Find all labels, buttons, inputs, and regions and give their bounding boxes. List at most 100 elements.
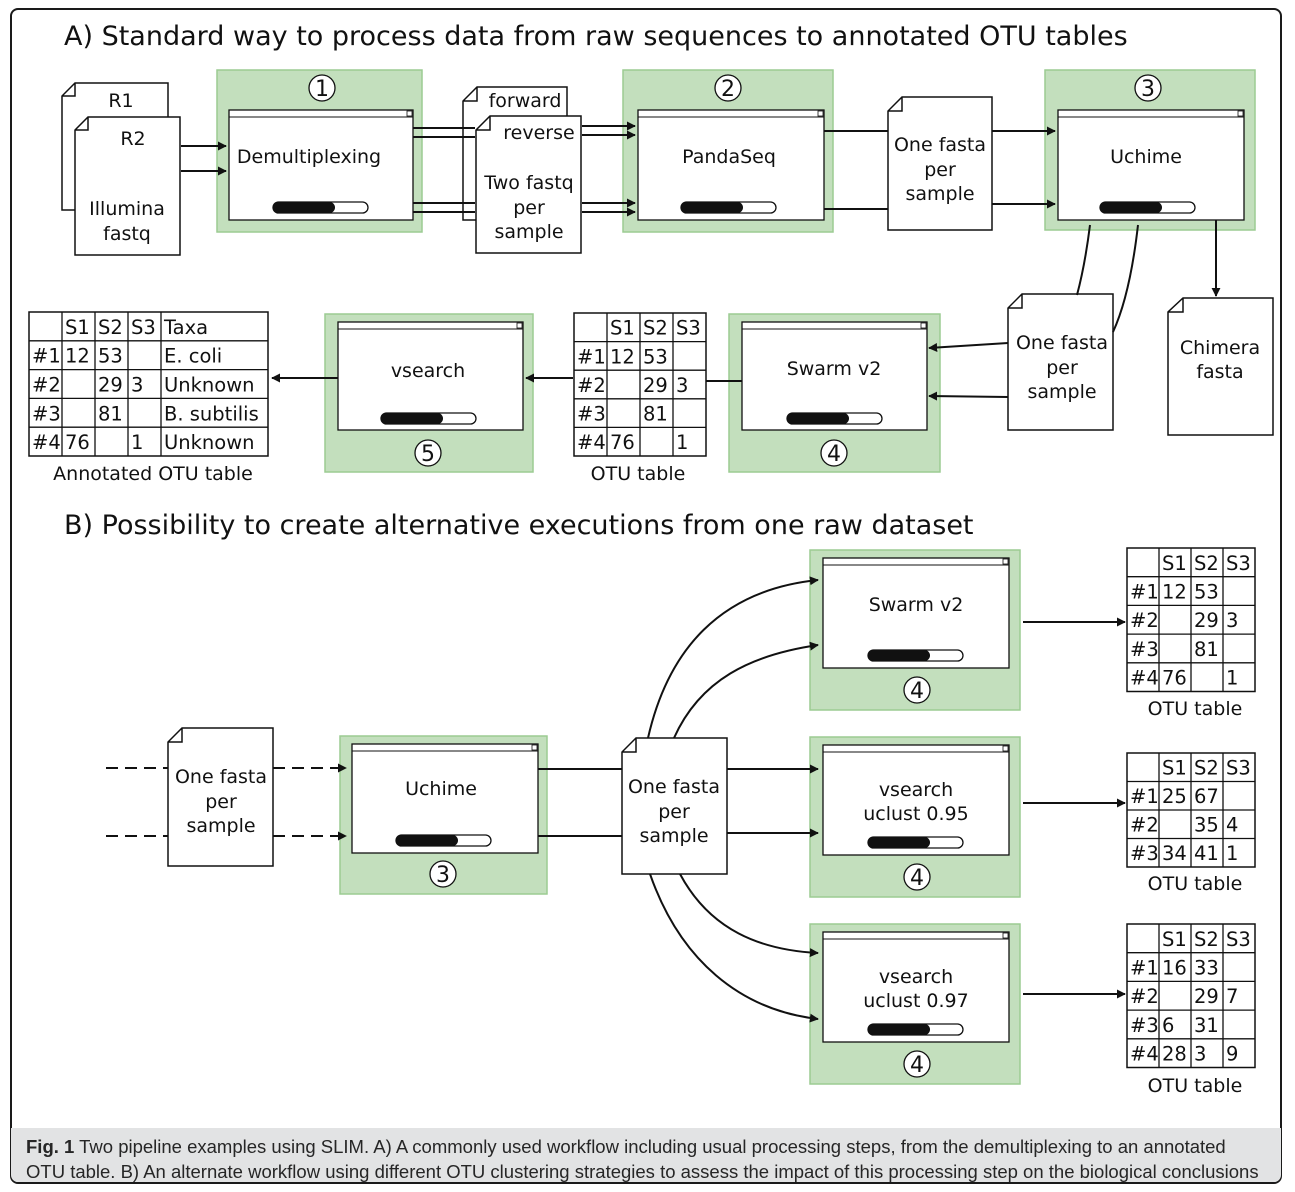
table-cell: #4 [1130, 1043, 1159, 1066]
step-number: 1 [315, 77, 329, 102]
file-desc-per: per [924, 159, 956, 181]
table-cell: #1 [1130, 957, 1159, 980]
table-cell: 3 [131, 373, 143, 396]
file-desc-fastq: fastq [103, 223, 151, 245]
table-cell: 3 [1226, 609, 1238, 632]
table-cell: Unknown [164, 431, 255, 454]
step-number-badge [820, 439, 848, 467]
step-box-vsearch-095: vsearch uclust 0.95 4 [809, 736, 1021, 898]
step-number: 4 [910, 679, 924, 704]
table-header-cell: S3 [1226, 928, 1251, 951]
step-name: PandaSeq [682, 146, 776, 168]
step-name-line1: vsearch [879, 966, 953, 988]
progress-fill [868, 1024, 930, 1035]
table-cell: 9 [1226, 1043, 1238, 1066]
arrow [679, 873, 819, 958]
window-close-icon [531, 744, 538, 751]
step-name-line1: vsearch [879, 779, 953, 801]
table-cell: 3 [676, 374, 688, 397]
otu-table-caption: OTU table [591, 463, 686, 485]
table-cell: 33 [1194, 957, 1219, 980]
step-number: 4 [827, 442, 841, 467]
table-cell: #2 [1130, 609, 1159, 632]
table-cell: 1 [131, 431, 143, 454]
file-desc-two-fastq: Two fastq [483, 172, 573, 194]
file-fasta-a2: One fasta per sample [1007, 293, 1114, 431]
table-cell: 6 [1162, 1014, 1174, 1037]
table-header-cell: S3 [131, 316, 156, 339]
table-cell: #1 [577, 345, 606, 368]
arrow [928, 342, 1009, 352]
window-close-icon [1002, 558, 1009, 565]
progress-fill [381, 413, 443, 424]
arrow [649, 873, 819, 1023]
table-cell: 12 [610, 345, 635, 368]
step-name: Demultiplexing [237, 146, 381, 168]
table-cell: 7 [1226, 985, 1238, 1008]
step-number: 3 [436, 863, 450, 888]
table-cell: 29 [98, 373, 123, 396]
file-reverse: reverse Two fastq per sample [475, 115, 582, 254]
step-box-demultiplexing: 1 Demultiplexing [216, 69, 423, 233]
table-cell: 31 [1194, 1014, 1219, 1037]
figure-caption: Fig. 1 Two pipeline examples using SLIM.… [26, 1134, 1266, 1184]
table-header-cell: S1 [1162, 552, 1187, 575]
progress-fill [868, 837, 930, 848]
file-desc-per: per [658, 801, 690, 823]
file-desc-sample: sample [1027, 381, 1096, 403]
step-number-badge [429, 860, 457, 888]
table-header-cell: Taxa [163, 316, 208, 339]
table-cell: Unknown [164, 373, 255, 396]
progress-fill [1100, 202, 1162, 213]
table-cell: #4 [577, 431, 606, 454]
file-desc-fasta: fasta [1196, 361, 1243, 383]
window-close-icon [920, 322, 927, 329]
table-header-cell: S2 [1194, 757, 1219, 780]
file-label-r2: R2 [120, 128, 145, 150]
otu-table-caption: OTU table [1148, 698, 1243, 720]
table-cell: 53 [98, 345, 123, 368]
table-header-cell: S2 [98, 316, 123, 339]
program-window [741, 321, 928, 431]
connector [1112, 224, 1139, 333]
table-header-cell: S1 [65, 316, 90, 339]
table-cell: 1 [1226, 842, 1238, 865]
table-cell: 3 [1194, 1043, 1206, 1066]
table-cell: 29 [1194, 609, 1219, 632]
table-cell: 29 [1194, 985, 1219, 1008]
step-number-badge [714, 74, 742, 102]
step-name-line2: uclust 0.95 [863, 803, 969, 825]
table-header-cell: S2 [1194, 552, 1219, 575]
step-number: 5 [421, 442, 435, 467]
step-name: Uchime [405, 778, 477, 800]
step-number-badge [1134, 74, 1162, 102]
file-desc-one-fasta: One fasta [1016, 332, 1108, 354]
step-number-badge [903, 1050, 931, 1078]
table-cell: 81 [98, 402, 123, 425]
table-cell: 12 [1162, 581, 1187, 604]
file-desc-one-fasta: One fasta [175, 766, 267, 788]
table-cell: #2 [32, 373, 61, 396]
step-number-badge [903, 676, 931, 704]
window-close-icon [1002, 932, 1009, 939]
table-cell: 1 [1226, 667, 1238, 690]
progress-fill [868, 650, 930, 661]
table-cell: #2 [1130, 985, 1159, 1008]
step-name-line2: uclust 0.97 [863, 990, 969, 1012]
file-chimera: Chimera fasta [1167, 297, 1274, 436]
connector [1076, 224, 1091, 296]
progress-fill [396, 835, 458, 846]
table-cell: #3 [1130, 842, 1159, 865]
table-header-cell: S2 [1194, 928, 1219, 951]
caption-background [11, 1128, 1281, 1182]
progress-fill [787, 413, 849, 424]
step-name: Swarm v2 [787, 358, 882, 380]
table-cell: #3 [32, 402, 61, 425]
file-desc-per: per [1046, 357, 1078, 379]
step-number: 4 [910, 1053, 924, 1078]
table-cell: E. coli [164, 345, 222, 368]
file-label-forward: forward [489, 90, 562, 112]
